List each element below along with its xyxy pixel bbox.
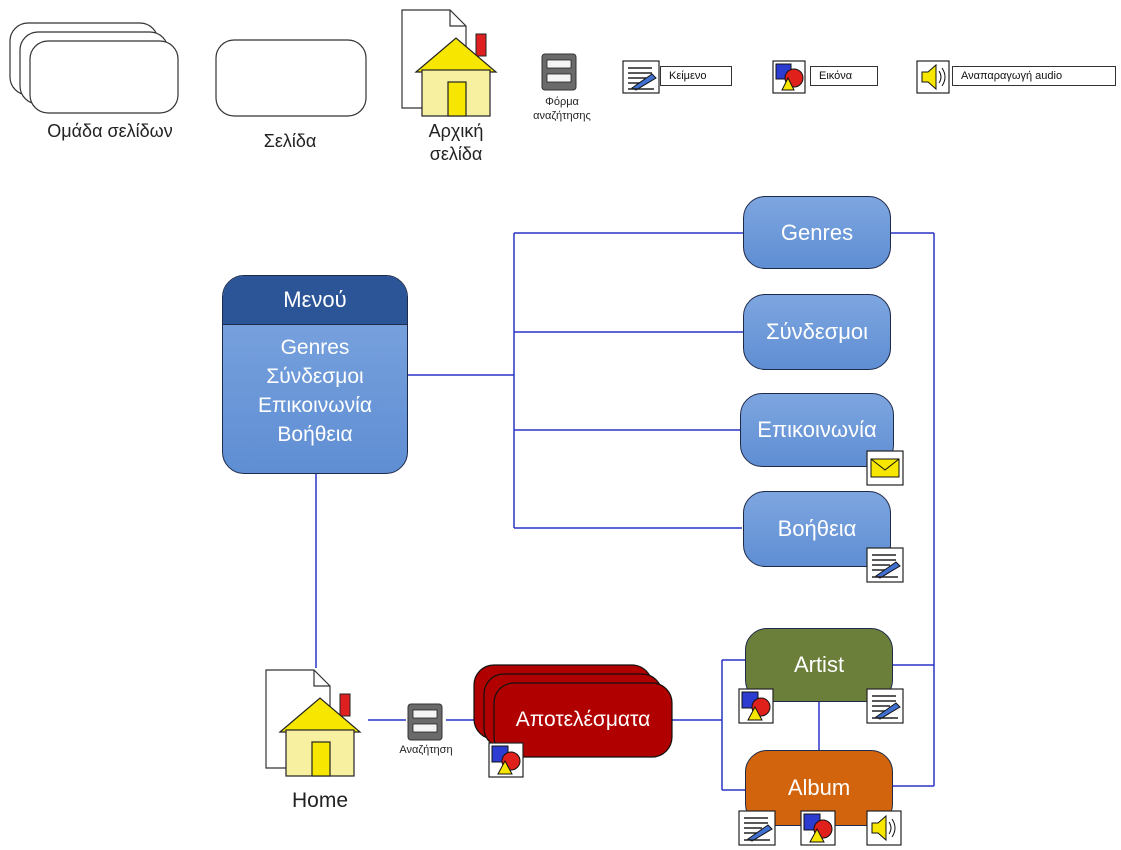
menu-title: Μενού xyxy=(223,276,407,325)
legend-home-page-label: Αρχική σελίδα xyxy=(428,121,484,164)
search-form-icon xyxy=(541,53,577,91)
home-icon xyxy=(401,9,498,117)
menu-items: Genres Σύνδεσμοι Επικοινωνία Βοήθεια xyxy=(223,325,407,449)
legend-audio-label: Αναπαραγωγή audio xyxy=(952,66,1116,86)
page-group-icon xyxy=(9,22,179,114)
links-node[interactable]: Σύνδεσμοι xyxy=(743,294,891,370)
menu-item-links[interactable]: Σύνδεσμοι xyxy=(266,365,364,388)
legend-image-label: Εικόνα xyxy=(810,66,878,86)
text-icon xyxy=(622,60,660,94)
album-text-icon xyxy=(738,810,776,846)
menu-item-contact[interactable]: Επικοινωνία xyxy=(258,394,372,417)
page-icon xyxy=(215,39,367,117)
legend-page-label: Σελίδα xyxy=(263,131,317,151)
menu-box: Μενού Genres Σύνδεσμοι Επικοινωνία Βοήθε… xyxy=(222,275,408,474)
help-text-icon xyxy=(866,547,904,583)
album-audio-icon xyxy=(866,810,902,846)
results-image-icon xyxy=(488,742,524,778)
results-group-shape xyxy=(473,664,673,758)
legend-text-label: Κείμενο xyxy=(660,66,732,86)
home-label: Home xyxy=(291,789,349,812)
artist-text-icon xyxy=(866,688,904,724)
menu-item-genres[interactable]: Genres xyxy=(280,336,350,359)
audio-icon xyxy=(916,60,950,94)
search-form-node-icon[interactable] xyxy=(406,702,446,744)
artist-image-icon xyxy=(738,688,774,724)
envelope-icon xyxy=(866,450,904,486)
genres-node[interactable]: Genres xyxy=(743,196,891,269)
results-label[interactable]: Αποτελέσματα xyxy=(515,708,651,731)
album-image-icon xyxy=(800,810,836,846)
menu-item-help[interactable]: Βοήθεια xyxy=(277,423,353,446)
help-node[interactable]: Βοήθεια xyxy=(743,491,891,567)
home-page-icon[interactable] xyxy=(264,668,368,780)
legend-page-group-label: Ομάδα σελίδων xyxy=(47,121,173,141)
image-icon xyxy=(772,60,806,94)
search-label: Αναζήτηση xyxy=(399,744,453,756)
legend-search-form-label: Φόρμα αναζήτησης xyxy=(533,96,591,122)
